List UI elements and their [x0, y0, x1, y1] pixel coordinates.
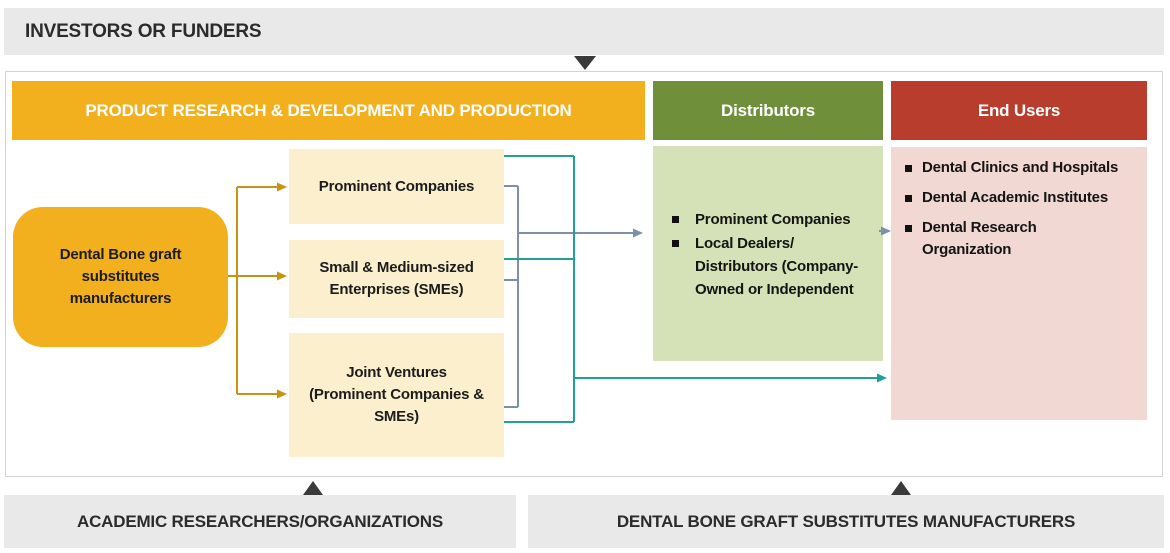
- header-end-users-label: End Users: [977, 100, 1061, 120]
- end-users-item-label: Dental Clinics and Hospitals: [922, 159, 1119, 176]
- header-product-rd-production: PRODUCT RESEARCH & DEVELOPMENT AND PRODU…: [12, 81, 645, 140]
- bullet-square-icon: [672, 216, 679, 223]
- bullet-square-icon: [905, 165, 912, 172]
- distributors-list: Prominent Companies Local Dealers/ Distr…: [672, 208, 872, 302]
- investors-funders-bar: INVESTORS OR FUNDERS: [4, 8, 1164, 55]
- header-end-users: End Users: [891, 81, 1147, 140]
- box-joint-ventures-label: Joint Ventures (Prominent Companies & SM…: [309, 364, 484, 425]
- header-distributors: Distributors: [653, 81, 883, 140]
- header-distributors-label: Distributors: [721, 100, 815, 120]
- list-item: Prominent Companies: [672, 208, 872, 231]
- bullet-square-icon: [672, 240, 679, 247]
- bullet-square-icon: [905, 195, 912, 202]
- header-product-rd-production-label: PRODUCT RESEARCH & DEVELOPMENT AND PRODU…: [85, 100, 572, 120]
- box-smes-label: Small & Medium-sized Enterprises (SMEs): [319, 259, 474, 298]
- list-item: Dental Academic Institutes: [905, 187, 1135, 209]
- list-item: Dental Research Organization: [905, 217, 1135, 261]
- box-prominent-companies-label: Prominent Companies: [318, 177, 475, 195]
- list-item: Dental Clinics and Hospitals: [905, 157, 1135, 179]
- box-prominent-companies: Prominent Companies: [289, 149, 504, 224]
- flow-up-arrow-left-icon: [303, 481, 323, 495]
- box-joint-ventures: Joint Ventures (Prominent Companies & SM…: [289, 333, 504, 457]
- end-users-list: Dental Clinics and Hospitals Dental Acad…: [905, 157, 1135, 269]
- substitutes-manufacturers-label: DENTAL BONE GRAFT SUBSTITUTES MANUFACTUR…: [616, 511, 1076, 531]
- substitutes-manufacturers-bar: DENTAL BONE GRAFT SUBSTITUTES MANUFACTUR…: [528, 495, 1164, 548]
- academic-researchers-label: ACADEMIC RESEARCHERS/ORGANIZATIONS: [77, 511, 443, 531]
- end-users-item-label: Dental Research Organization: [922, 219, 1037, 258]
- distributors-panel: Prominent Companies Local Dealers/ Distr…: [653, 146, 883, 361]
- academic-researchers-bar: ACADEMIC RESEARCHERS/ORGANIZATIONS: [4, 495, 516, 548]
- box-smes: Small & Medium-sized Enterprises (SMEs): [289, 240, 504, 318]
- flow-up-arrow-right-icon: [891, 481, 911, 495]
- manufacturers-box: Dental Bone graft substitutes manufactur…: [13, 207, 228, 347]
- distributors-item-label: Local Dealers/ Distributors (Company- Ow…: [695, 235, 859, 298]
- list-item: Local Dealers/ Distributors (Company- Ow…: [672, 232, 872, 301]
- manufacturers-box-label: Dental Bone graft substitutes manufactur…: [59, 246, 182, 307]
- investors-funders-label: INVESTORS OR FUNDERS: [25, 20, 262, 42]
- bullet-square-icon: [905, 225, 912, 232]
- end-users-item-label: Dental Academic Institutes: [922, 189, 1108, 206]
- distributors-item-label: Prominent Companies: [695, 211, 851, 228]
- end-users-panel: Dental Clinics and Hospitals Dental Acad…: [891, 147, 1147, 420]
- flow-down-arrow-icon: [574, 56, 596, 70]
